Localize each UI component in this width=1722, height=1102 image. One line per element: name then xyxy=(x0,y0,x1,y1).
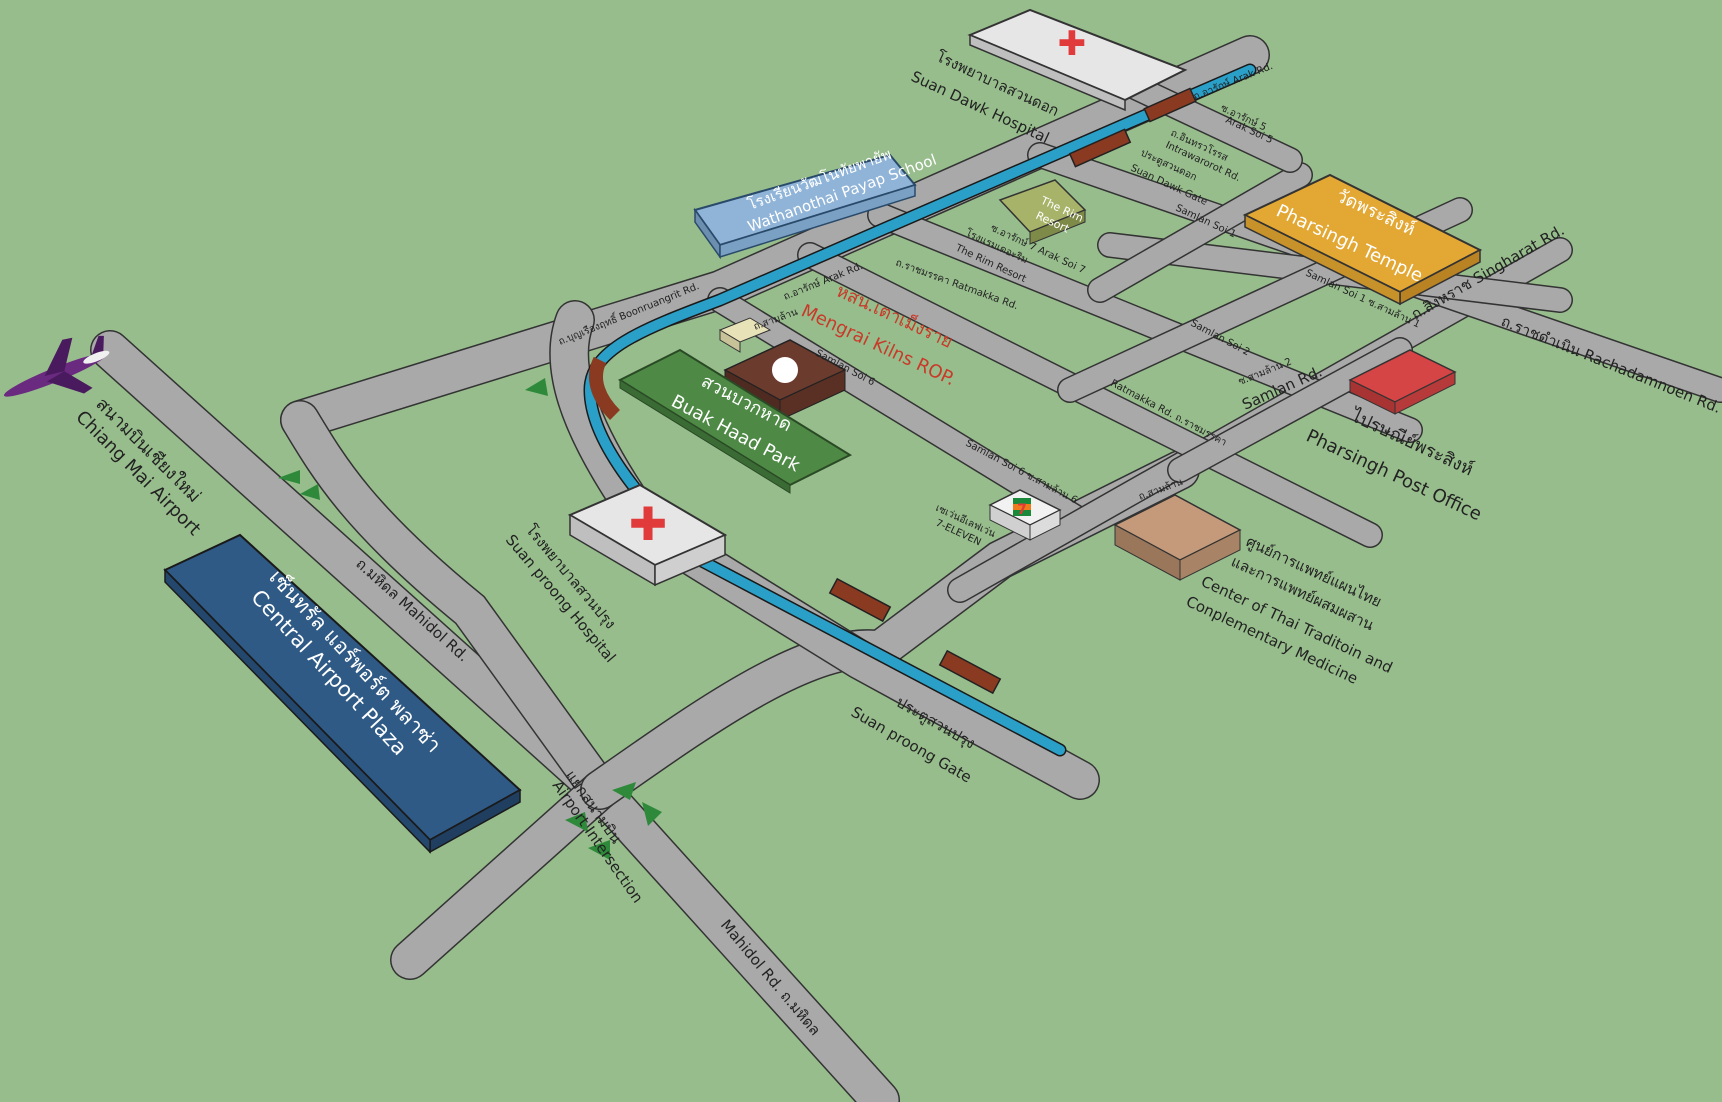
bridge xyxy=(589,356,621,420)
svg-text:7: 7 xyxy=(1017,502,1027,518)
traffic-islands xyxy=(278,378,662,860)
seven-eleven-building[interactable]: 7 xyxy=(988,489,1062,541)
wathanothai-school-building[interactable] xyxy=(693,153,917,260)
airplane-icon xyxy=(3,335,110,397)
bridges xyxy=(589,87,1197,695)
bridge xyxy=(938,649,1002,695)
traffic-island xyxy=(565,812,588,832)
bridge xyxy=(1068,128,1132,168)
suan-dawk-hospital-building[interactable]: ✚ xyxy=(967,8,1188,112)
central-airport-plaza-building[interactable] xyxy=(163,533,522,854)
pharsingh-temple-building[interactable] xyxy=(1242,173,1483,306)
traffic-island xyxy=(278,470,300,484)
post-office-building[interactable] xyxy=(1348,349,1457,415)
traffic-island xyxy=(642,802,662,826)
rim-resort-building[interactable]: The Rim Resort xyxy=(998,179,1087,245)
red-cross-icon: ✚ xyxy=(629,497,668,551)
buak-haad-park[interactable] xyxy=(617,348,853,494)
bridge xyxy=(1143,87,1197,123)
seven-eleven-icon: 7 xyxy=(1013,498,1031,518)
traffic-island xyxy=(588,840,610,860)
mengrai-logo-icon xyxy=(770,355,800,385)
bridge xyxy=(828,577,892,623)
thai-medicine-center-building[interactable] xyxy=(1113,494,1242,581)
traffic-island xyxy=(525,378,548,396)
traffic-island xyxy=(300,484,320,500)
red-cross-icon: ✚ xyxy=(1058,24,1087,64)
suan-proong-hospital-building[interactable]: ✚ xyxy=(567,483,728,587)
guard-house xyxy=(718,317,772,353)
traffic-island xyxy=(612,782,636,800)
